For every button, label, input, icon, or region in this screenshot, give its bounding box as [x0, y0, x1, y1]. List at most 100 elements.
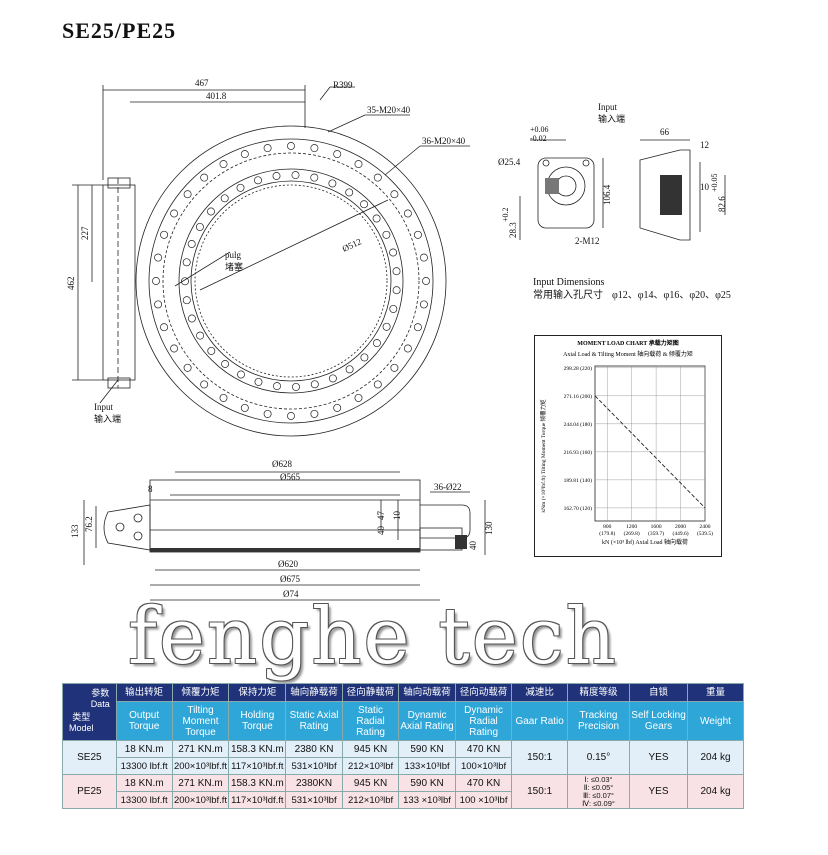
bolt-hole: [272, 172, 281, 180]
bolt-hole: [152, 277, 160, 285]
dim-40b: 40: [468, 541, 478, 551]
bolt-hole: [240, 403, 249, 412]
header-en: Holding Torque: [228, 701, 287, 741]
bolt-hole: [354, 160, 363, 169]
bolt-hole: [287, 142, 295, 150]
model-cell: SE25: [62, 740, 117, 775]
precision-cell: 0.15°: [566, 740, 631, 775]
dim-82: 82.6: [717, 196, 727, 212]
bolt-hole: [263, 409, 272, 418]
bolt-hole: [333, 150, 342, 159]
input-label: Input: [94, 402, 113, 412]
header-en: Dynamic Axial Rating: [398, 701, 456, 741]
technical-drawing: 467 401.8 R399 35-M20×40 36-M20×40 227 4…: [66, 78, 731, 601]
bolt-hole: [382, 322, 391, 331]
bolt-hole: [310, 144, 319, 153]
bolt-hole: [200, 380, 209, 389]
pulg-label-cn: 堵塞: [225, 261, 243, 272]
bolt-hole: [263, 144, 272, 153]
moment-load-chart: MOMENT LOAD CHART 承载力矩图 Axial Load & Til…: [534, 335, 722, 557]
bolt-hole: [389, 304, 398, 313]
chart-y-tick-label: 216.93 (160): [564, 449, 593, 456]
table-row: 13300 lbf.ft 200×10³lbf.ft 117×10³ldf.ft…: [63, 791, 744, 809]
bolt-hole: [221, 360, 230, 368]
locking-cell: YES: [629, 774, 688, 809]
model-cell: PE25: [62, 774, 117, 809]
table-row: PE25 18 KN.m 271 KN.m 158.3 KN.m 2380KN …: [62, 774, 744, 809]
chart-xlabel: kN (×10³ lbf) Axial Load 轴向载荷: [602, 538, 688, 546]
bolt-hole: [200, 173, 209, 182]
bolt-hole: [310, 409, 319, 418]
chart-y-tick-label: 271.16 (200): [564, 393, 593, 400]
dim-phi628: Ø628: [272, 459, 292, 469]
bolt-hole: [345, 365, 354, 374]
header-en: Static Axial Rating: [285, 701, 343, 741]
chart-y-tick-label: 244.04 (180): [564, 421, 593, 428]
dim-8: 8: [148, 484, 153, 494]
outer-ring-outline: [135, 125, 447, 437]
dim-28: 28.3: [508, 222, 518, 238]
locking-cell: YES: [629, 740, 688, 775]
dim-10-detail: 10: [700, 182, 710, 192]
dim-m12: 2-M12: [575, 236, 600, 246]
header-cn: 径向静载荷: [341, 683, 400, 702]
chart-title: MOMENT LOAD CHART 承载力矩图: [577, 339, 678, 347]
bolt-hole: [403, 344, 412, 353]
header-cn: 精度等级: [566, 683, 631, 702]
tol-upper: +0.06: [530, 125, 549, 134]
bolt-hole: [236, 183, 245, 192]
header-en: Dynamic Radial Rating: [454, 701, 513, 741]
bolt-hole: [328, 374, 337, 383]
dim-bolt-top: 35-M20×40: [367, 105, 411, 115]
dim-82-tol: +0.05: [710, 173, 719, 192]
bolt-hole: [372, 339, 381, 348]
input-dims-title: Input Dimensions: [533, 277, 604, 288]
chart-x-tick-label: (179.8): [599, 530, 615, 537]
bolt-hole: [183, 190, 192, 199]
bolt-hole: [240, 150, 249, 159]
chart-subtitle: Axial Load & Tilting Moment 轴向载荷 & 倾覆力矩: [563, 350, 693, 358]
ratio-cell: 150:1: [511, 740, 568, 775]
chart-x-tick-label: 1600: [651, 524, 662, 530]
dim-462: 462: [66, 277, 76, 291]
dim-holes: 36-Ø22: [434, 482, 462, 492]
chart-x-tick-label: 800: [603, 524, 612, 530]
dim-76: 76.2: [84, 516, 94, 532]
dim-467: 467: [195, 78, 209, 88]
chart-x-tick-label: 2000: [675, 524, 686, 530]
bolt-hole: [254, 377, 263, 386]
bolt-hole: [207, 346, 216, 355]
dim-phi512: Ø512: [341, 236, 363, 254]
watermark-text: fenghe tech: [128, 592, 618, 682]
bolt-hole: [413, 323, 422, 332]
dim-phi675: Ø675: [280, 574, 300, 584]
dim-130: 130: [484, 521, 494, 535]
chart-y-tick-label: 298.28 (220): [564, 365, 593, 372]
dim-106: 106.4: [602, 184, 612, 205]
dim-phi565: Ø565: [280, 472, 300, 482]
dim-phi620: Ø620: [278, 559, 298, 569]
dim-28-tol: +0.2: [501, 207, 510, 222]
bolt-hole: [310, 173, 319, 182]
bolt-hole: [333, 403, 342, 412]
dim-401: 401.8: [206, 91, 227, 101]
bolt-hole: [389, 248, 398, 257]
header-cn: 径向动载荷: [454, 683, 513, 702]
header-cn: 减速比: [511, 683, 568, 702]
detail-input-label: Input: [598, 102, 617, 112]
chart-x-tick-label: (449.6): [673, 530, 689, 537]
bolt-hole: [207, 207, 215, 216]
header-en: Tilting Moment Torque: [171, 701, 230, 741]
dim-66: 66: [660, 127, 670, 137]
bolt-hole: [292, 382, 300, 391]
bolt-hole: [219, 393, 228, 402]
dim-133: 133: [70, 524, 80, 538]
header-en: Gaar Ratio: [511, 701, 568, 741]
chart-y-tick-label: 162.70 (120): [564, 505, 593, 512]
bolt-hole: [181, 277, 189, 286]
table-header-en-row: Output Torque Tilting Moment Torque Hold…: [63, 701, 744, 741]
tol-lower: -0.02: [530, 134, 547, 143]
precision-cell: Ⅰ: ≤0.03° Ⅱ: ≤0.05° Ⅲ: ≤0.07° Ⅳ: ≤0.09°: [566, 774, 631, 809]
